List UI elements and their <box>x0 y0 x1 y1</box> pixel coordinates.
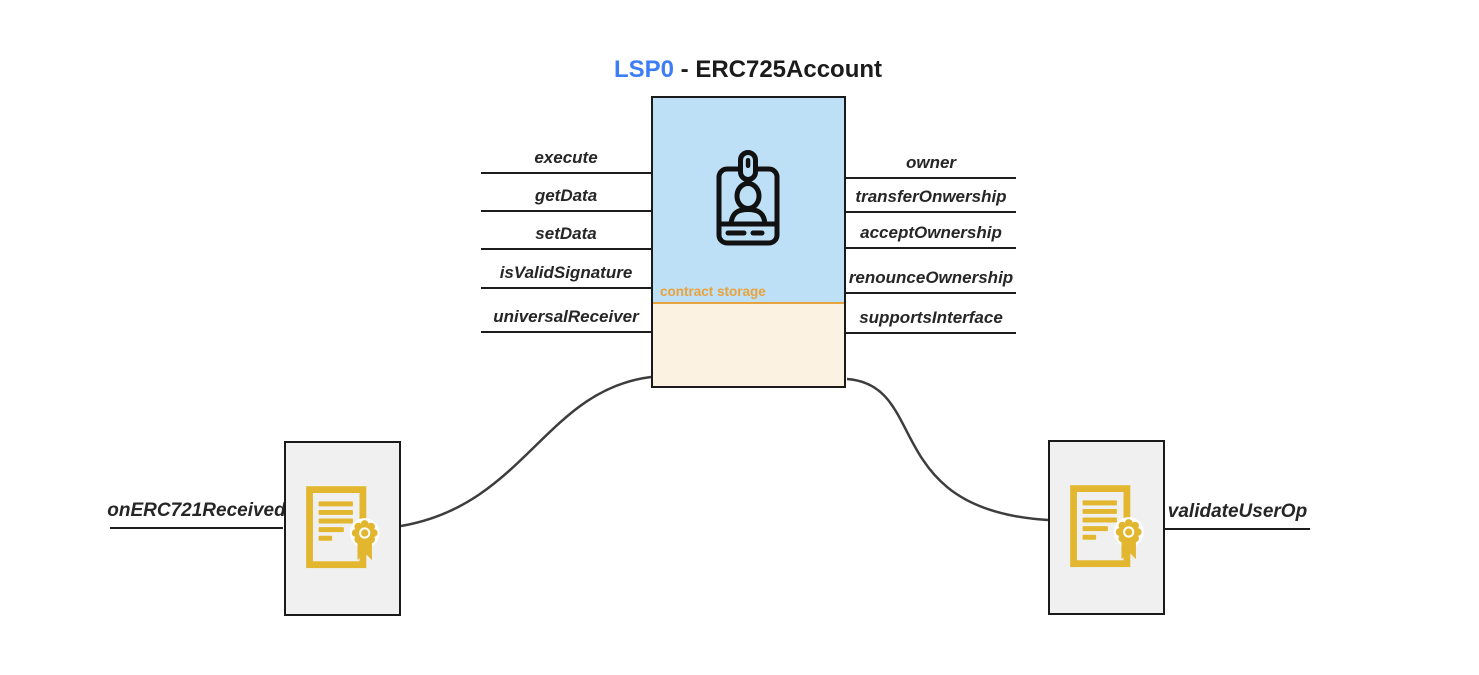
method-label: acceptOwnership <box>860 223 1002 242</box>
hook-onerc721received[interactable]: onERC721Received <box>107 495 286 529</box>
certificate-icon <box>1069 485 1144 568</box>
erc725account-contract-box: contract storage <box>651 96 846 388</box>
method-supportsinterface[interactable]: supportsInterface <box>846 302 1016 334</box>
method-acceptownership[interactable]: acceptOwnership <box>846 217 1016 249</box>
certificate-icon <box>305 486 380 569</box>
page-title: LSP0 - ERC725Account <box>448 56 1048 84</box>
hook-label: onERC721Received <box>107 500 286 521</box>
method-label: universalReceiver <box>493 307 639 326</box>
method-label: renounceOwnership <box>848 268 1014 287</box>
title-contract-name: - ERC725Account <box>673 56 883 83</box>
method-owner[interactable]: owner <box>846 147 1016 179</box>
method-transferownership[interactable]: transferOnwership <box>846 181 1016 213</box>
id-badge-icon <box>716 150 780 246</box>
hook-validateuserop[interactable]: validateUserOp <box>1165 496 1310 530</box>
hook-label: validateUserOp <box>1167 501 1308 522</box>
title-lsp-tag: LSP0 <box>613 56 674 83</box>
method-label: transferOnwership <box>855 187 1007 206</box>
method-label: getData <box>534 186 598 205</box>
connector-right-curve <box>846 377 1049 522</box>
method-execute[interactable]: execute <box>481 142 651 174</box>
method-setdata[interactable]: setData <box>481 218 651 250</box>
connector-left-curve <box>400 375 652 528</box>
method-label: isValidSignature <box>499 263 633 282</box>
method-label: setData <box>535 224 597 243</box>
method-label: execute <box>534 148 598 167</box>
method-universalreceiver[interactable]: universalReceiver <box>481 301 651 333</box>
contract-storage-label: contract storage <box>660 284 766 299</box>
contract-interface-section: contract storage <box>653 98 844 304</box>
method-getdata[interactable]: getData <box>481 180 651 212</box>
method-isvalidsignature[interactable]: isValidSignature <box>481 257 651 289</box>
entry-contract-box-right <box>1048 440 1165 615</box>
method-renounceownership[interactable]: renounceOwnership <box>846 262 1016 294</box>
method-label: supportsInterface <box>859 308 1003 327</box>
entry-contract-box-left <box>284 441 401 616</box>
method-label: owner <box>905 153 957 172</box>
